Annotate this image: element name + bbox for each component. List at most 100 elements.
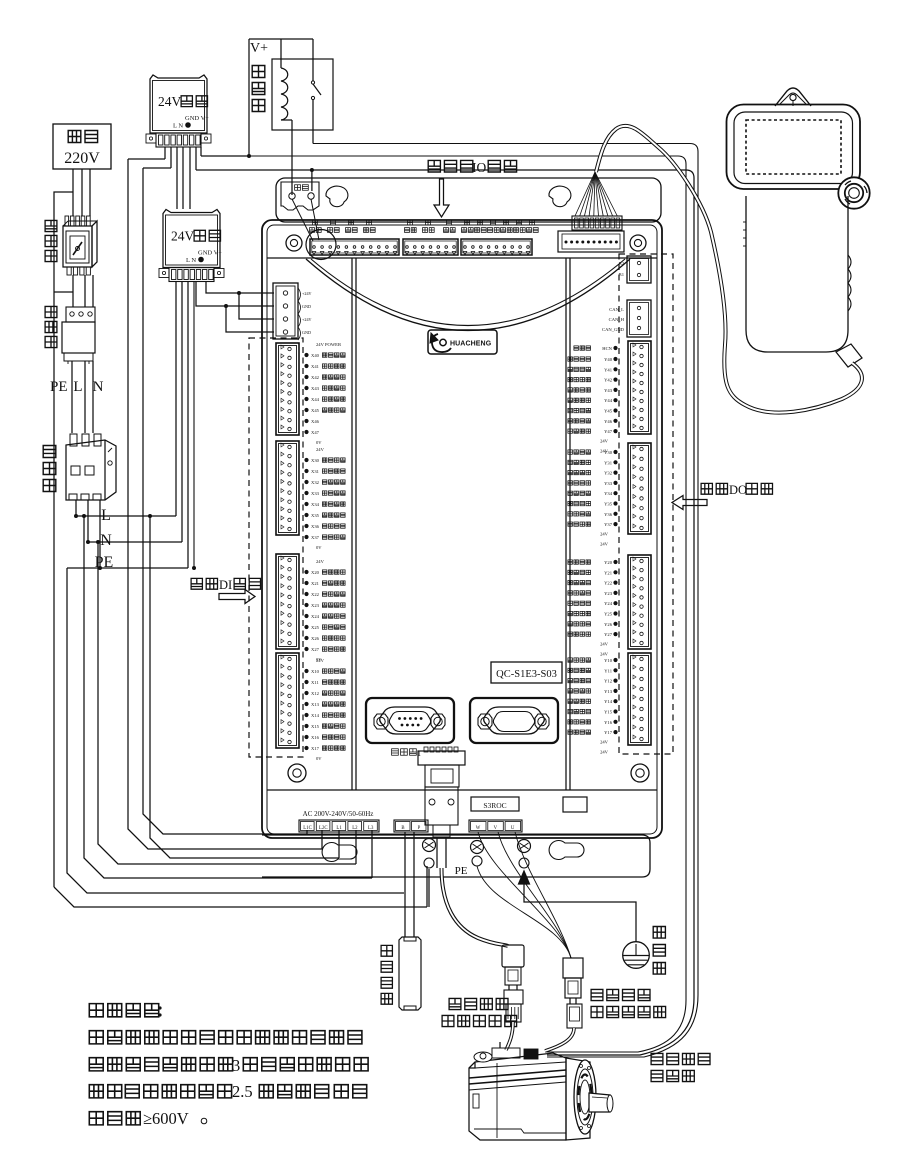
svg-text:Y34: Y34 bbox=[604, 491, 613, 496]
svg-text:0V: 0V bbox=[316, 657, 322, 662]
svg-text:L N: L N bbox=[173, 123, 183, 130]
svg-text:CAN_GND: CAN_GND bbox=[602, 327, 625, 332]
svg-text:L2C: L2C bbox=[319, 826, 328, 831]
svg-text:Y43: Y43 bbox=[604, 388, 613, 393]
svg-text:Y40: Y40 bbox=[604, 357, 613, 362]
svg-text:3: 3 bbox=[232, 1056, 240, 1075]
svg-text:1: 1 bbox=[417, 749, 421, 758]
svg-text:X15: X15 bbox=[311, 724, 320, 729]
svg-text:Y25: Y25 bbox=[604, 612, 613, 617]
svg-text:GND: GND bbox=[302, 330, 311, 335]
svg-text:X20: X20 bbox=[311, 570, 320, 575]
svg-text:X35: X35 bbox=[311, 513, 320, 518]
svg-text:24V: 24V bbox=[600, 531, 609, 536]
svg-text:X25: X25 bbox=[311, 625, 320, 630]
svg-text:X33: X33 bbox=[311, 491, 320, 496]
svg-text:V+: V+ bbox=[250, 41, 268, 56]
svg-text:N: N bbox=[100, 532, 112, 549]
svg-text:X43: X43 bbox=[311, 386, 320, 391]
svg-text:X16: X16 bbox=[311, 735, 320, 740]
svg-text:2.5: 2.5 bbox=[232, 1082, 253, 1101]
svg-text:Y16: Y16 bbox=[604, 720, 613, 725]
svg-text:Y22: Y22 bbox=[604, 581, 613, 586]
svg-text:24V: 24V bbox=[158, 94, 182, 109]
svg-text:S3ROC: S3ROC bbox=[483, 801, 506, 810]
svg-text:DO: DO bbox=[729, 483, 747, 497]
svg-text:CAN_L: CAN_L bbox=[609, 307, 624, 312]
svg-text:Y21: Y21 bbox=[604, 570, 613, 575]
svg-text:X45: X45 bbox=[311, 408, 320, 413]
svg-text:L1C: L1C bbox=[303, 826, 312, 831]
svg-text:X41: X41 bbox=[311, 364, 320, 369]
svg-text:DI: DI bbox=[219, 578, 232, 592]
svg-text:X32: X32 bbox=[311, 480, 320, 485]
svg-text:Y44: Y44 bbox=[604, 398, 613, 403]
svg-text:L: L bbox=[73, 379, 82, 395]
svg-text:+24V: +24V bbox=[302, 291, 312, 296]
svg-text:X44: X44 bbox=[311, 397, 320, 402]
svg-text:X40: X40 bbox=[311, 353, 320, 358]
svg-text:X36: X36 bbox=[311, 524, 320, 529]
svg-text:X21: X21 bbox=[311, 581, 320, 586]
svg-text:Y31: Y31 bbox=[604, 460, 613, 465]
svg-text:GND V+: GND V+ bbox=[198, 250, 222, 257]
svg-text:IO: IO bbox=[472, 160, 486, 175]
svg-text:0V: 0V bbox=[316, 545, 322, 550]
svg-text:CAN_H: CAN_H bbox=[609, 317, 625, 322]
svg-text:Y13: Y13 bbox=[604, 689, 613, 694]
svg-text:24V: 24V bbox=[600, 449, 609, 454]
svg-text:QC-S1E3-S03: QC-S1E3-S03 bbox=[496, 669, 557, 680]
svg-text:Y14: Y14 bbox=[604, 699, 613, 704]
svg-text:24V: 24V bbox=[600, 542, 609, 547]
svg-text:X30: X30 bbox=[311, 458, 320, 463]
svg-text:24V: 24V bbox=[171, 229, 195, 244]
svg-text:Y35: Y35 bbox=[604, 502, 613, 507]
svg-text:L1: L1 bbox=[336, 826, 342, 831]
svg-text:X10: X10 bbox=[311, 669, 320, 674]
svg-text:L3: L3 bbox=[368, 826, 374, 831]
svg-text:24V POWER: 24V POWER bbox=[316, 342, 342, 347]
svg-text:PE: PE bbox=[455, 865, 468, 877]
svg-text:X13: X13 bbox=[311, 702, 320, 707]
svg-text:X31: X31 bbox=[311, 469, 320, 474]
svg-text:Y27: Y27 bbox=[604, 632, 613, 637]
svg-text:Y17: Y17 bbox=[604, 730, 613, 735]
svg-text:X37: X37 bbox=[311, 535, 320, 540]
svg-text:0V: 0V bbox=[316, 440, 322, 445]
svg-text:Y47: Y47 bbox=[604, 429, 613, 434]
svg-text:P: P bbox=[418, 826, 421, 831]
svg-text:X22: X22 bbox=[311, 592, 320, 597]
svg-text:W: W bbox=[476, 826, 481, 831]
svg-text:24V: 24V bbox=[316, 447, 325, 452]
svg-text:Y42: Y42 bbox=[604, 378, 613, 383]
svg-text:B1: B1 bbox=[619, 272, 625, 277]
svg-text:24V: 24V bbox=[600, 652, 609, 657]
svg-text:Y36: Y36 bbox=[604, 512, 613, 517]
svg-text:X12: X12 bbox=[311, 691, 320, 696]
svg-text:Y30: Y30 bbox=[604, 450, 613, 455]
svg-text:X23: X23 bbox=[311, 603, 320, 608]
svg-text:X11: X11 bbox=[311, 680, 319, 685]
svg-text:24V: 24V bbox=[600, 641, 609, 646]
svg-text:HUACHENG: HUACHENG bbox=[450, 341, 492, 348]
svg-text:Y10: Y10 bbox=[604, 658, 613, 663]
svg-text:Y24: Y24 bbox=[604, 601, 613, 606]
svg-text:≥600V: ≥600V bbox=[143, 1109, 189, 1128]
svg-text:24V: 24V bbox=[316, 559, 325, 564]
svg-text:AC 200V-240V/50-60Hz: AC 200V-240V/50-60Hz bbox=[303, 810, 374, 818]
svg-text:24V: 24V bbox=[316, 658, 325, 663]
svg-text:24V: 24V bbox=[600, 750, 609, 755]
svg-text:X24: X24 bbox=[311, 614, 320, 619]
svg-text:X47: X47 bbox=[311, 430, 320, 435]
svg-text:Y37: Y37 bbox=[604, 522, 613, 527]
svg-text:Y11: Y11 bbox=[604, 668, 612, 673]
svg-text:Y32: Y32 bbox=[604, 471, 613, 476]
svg-text:HCN: HCN bbox=[602, 346, 612, 351]
svg-text:B2: B2 bbox=[619, 261, 625, 266]
svg-text:X46: X46 bbox=[311, 419, 320, 424]
svg-text:X26: X26 bbox=[311, 636, 320, 641]
svg-text:GND V+: GND V+ bbox=[185, 115, 209, 122]
svg-text:24V: 24V bbox=[600, 739, 609, 744]
svg-text:Y46: Y46 bbox=[604, 419, 613, 424]
svg-text:X27: X27 bbox=[311, 647, 320, 652]
